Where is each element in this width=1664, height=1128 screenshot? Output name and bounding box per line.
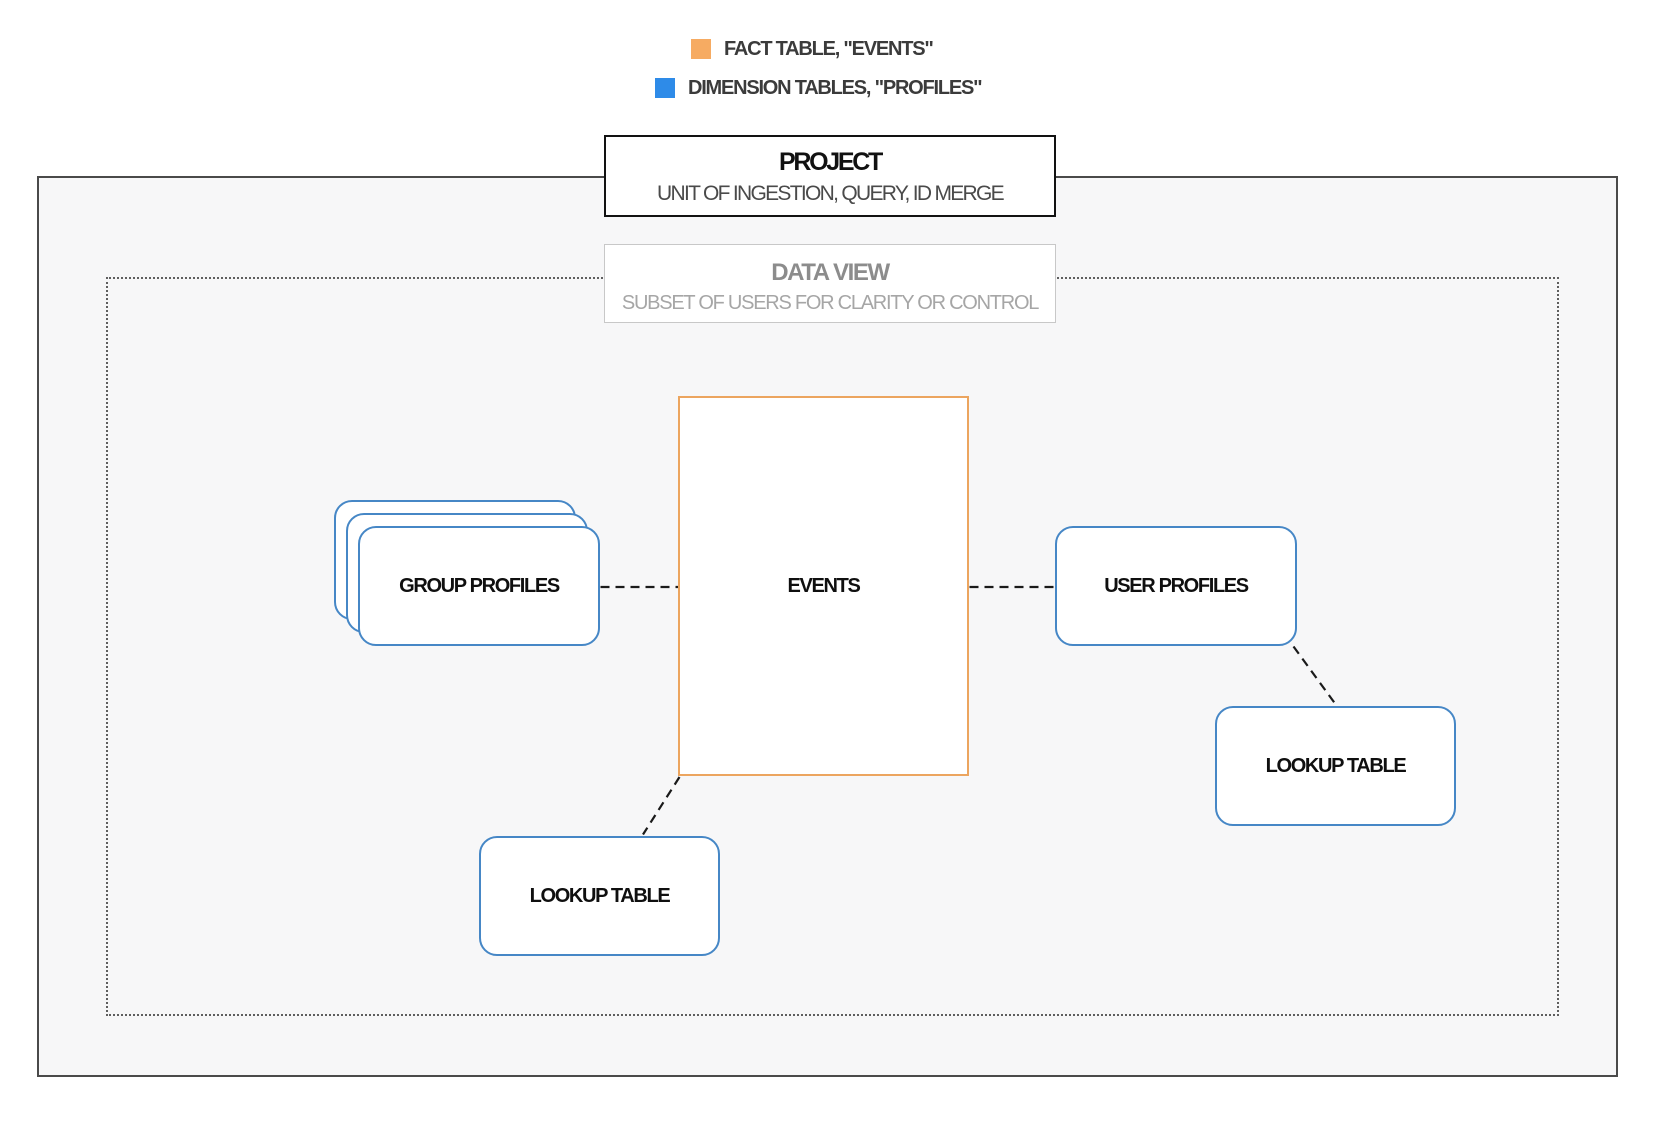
legend-label-fact-table: FACT TABLE, "EVENTS" [724,38,934,60]
project-box: PROJECT UNIT OF INGESTION, QUERY, ID MER… [604,135,1056,217]
legend-item-fact-table: FACT TABLE, "EVENTS" [691,38,934,60]
node-lookup-table-left-label: LOOKUP TABLE [529,884,671,907]
node-lookup-table-right-label: LOOKUP TABLE [1265,754,1407,777]
legend-label-dimension-tables: DIMENSION TABLES, "PROFILES" [688,77,983,99]
node-events: EVENTS [678,396,969,776]
node-lookup-table-left: LOOKUP TABLE [479,836,720,956]
node-user-profiles-label: USER PROFILES [1104,574,1249,597]
data-view-title: DATA VIEW [771,259,890,286]
data-view-subtitle: SUBSET OF USERS FOR CLARITY OR CONTROL [621,292,1040,314]
node-events-label: EVENTS [787,574,861,597]
node-user-profiles: USER PROFILES [1055,526,1297,646]
node-group-profiles-label: GROUP PROFILES [399,574,560,597]
node-group-profiles: GROUP PROFILES [358,526,600,646]
project-subtitle: UNIT OF INGESTION, QUERY, ID MERGE [657,181,1005,205]
node-lookup-table-right: LOOKUP TABLE [1215,706,1456,826]
fact-table-swatch-icon [691,39,711,59]
data-view-box: DATA VIEW SUBSET OF USERS FOR CLARITY OR… [604,244,1056,323]
legend-item-dimension-tables: DIMENSION TABLES, "PROFILES" [655,77,983,99]
project-title: PROJECT [779,147,883,176]
dimension-tables-swatch-icon [655,78,675,98]
